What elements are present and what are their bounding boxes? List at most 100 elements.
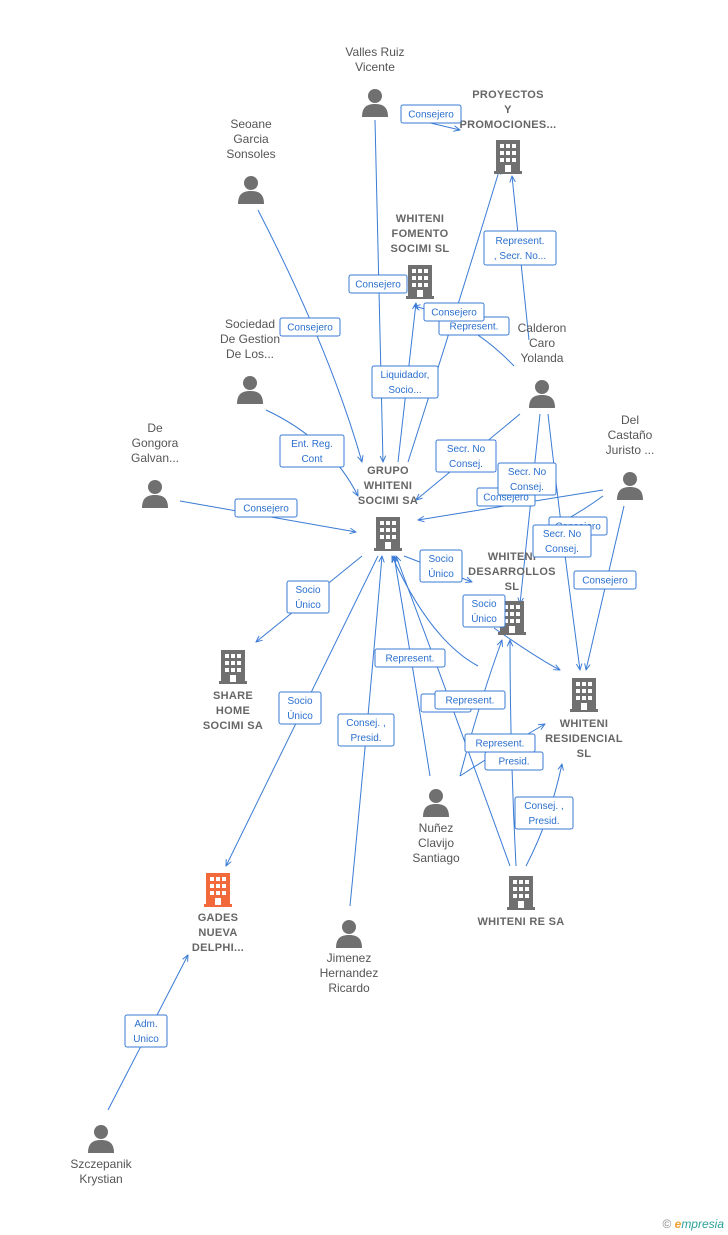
relation-label[interactable]: Represent.	[374, 648, 446, 668]
node-label: Krystian	[79, 1172, 122, 1186]
node-label: PROMOCIONES...	[459, 119, 556, 131]
relation-label[interactable]: Consejero	[279, 317, 341, 337]
node-label: HOME	[216, 705, 250, 717]
nodes-layer: Valles RuizVicenteSeoaneGarciaSonsolesSo…	[70, 45, 654, 1186]
company-node-sharehome[interactable]: SHARE HOME SOCIMI SA	[203, 650, 263, 732]
node-label: Nuñez	[419, 821, 454, 835]
relation-label-text: Secr. No	[543, 529, 582, 540]
node-label: SL	[505, 581, 520, 593]
relation-label[interactable]: Consejero	[573, 570, 637, 590]
relation-label-text: Consejero	[355, 280, 401, 291]
relation-label-text: Consejero	[431, 308, 477, 319]
relation-label[interactable]: Secr. No Consej.	[532, 524, 592, 558]
relation-label[interactable]: Consejero	[400, 104, 462, 124]
person-icon	[362, 89, 388, 117]
person-node-degongora[interactable]: DeGongoraGalvan...	[131, 421, 179, 508]
relation-label-box	[337, 713, 395, 747]
company-node-whitenire[interactable]: WHITENI RE SA	[477, 876, 564, 928]
node-label: Jimenez	[327, 951, 372, 965]
relation-label[interactable]: Represent. , Secr. No...	[483, 230, 557, 266]
building-icon	[219, 650, 247, 684]
person-icon	[336, 920, 362, 948]
node-label: Castaño	[608, 428, 653, 442]
relation-label-text: Consej. ,	[346, 718, 385, 729]
relation-label[interactable]: Consej. ,Presid.	[514, 796, 574, 830]
relation-label-box	[279, 434, 345, 468]
relation-label-text: Cont	[301, 454, 322, 465]
relation-label[interactable]: Represent.	[464, 733, 536, 753]
relation-label-box	[483, 230, 557, 266]
node-label: Sonsoles	[226, 147, 275, 161]
relation-label-text: Presid.	[498, 757, 529, 768]
relation-label-box	[371, 365, 439, 399]
relation-label-text: Secr. No	[508, 467, 547, 478]
relation-label-text: Represent.	[496, 236, 545, 247]
building-icon	[374, 517, 402, 551]
node-label: Vicente	[355, 60, 395, 74]
footer-brand[interactable]: © empresia	[662, 1217, 724, 1231]
node-label: WHITENI	[396, 213, 445, 225]
relation-label-text: , Secr. No...	[494, 251, 546, 262]
node-label: SL	[577, 748, 592, 760]
node-label: DELPHI...	[192, 942, 244, 954]
node-label: SOCIMI SA	[203, 720, 263, 732]
relation-label[interactable]: Ent. Reg. Cont	[279, 434, 345, 468]
node-label: SHARE	[213, 690, 253, 702]
node-label: Sociedad	[225, 317, 275, 331]
relation-label-text: Consejero	[483, 493, 529, 504]
relation-label-text: Consejero	[408, 110, 454, 121]
node-label: WHITENI	[488, 551, 537, 563]
node-label: Del	[621, 413, 639, 427]
relation-label-text: Ent. Reg.	[291, 439, 333, 450]
person-icon	[423, 789, 449, 817]
relation-label-box	[514, 796, 574, 830]
relation-label-box	[419, 549, 463, 583]
node-label: Clavijo	[418, 836, 454, 850]
relation-label-box	[462, 594, 506, 628]
relation-label-text: Consejero	[243, 504, 289, 515]
empresia-logo: empresia	[674, 1217, 724, 1231]
node-label: Calderon	[518, 321, 567, 335]
relation-label-text: Consejero	[582, 576, 628, 587]
relation-label[interactable]: Consejero	[423, 302, 485, 322]
relation-label-box	[286, 580, 330, 614]
relation-label[interactable]: Consejero	[348, 274, 408, 294]
person-node-delcastano[interactable]: DelCastañoJuristo ...	[606, 413, 655, 500]
company-node-proyectos[interactable]: PROYECTOSYPROMOCIONES...	[459, 89, 556, 174]
relation-label-text: Socio	[428, 554, 453, 565]
relation-label-text: Consej.	[545, 544, 579, 555]
relation-label[interactable]: Adm.Unico	[124, 1014, 168, 1048]
relation-label[interactable]: Liquidador,Socio...	[371, 365, 439, 399]
relation-label-text: Represent.	[386, 654, 435, 665]
relation-label-box	[278, 691, 322, 725]
node-label: Gongora	[132, 436, 179, 450]
node-label: RESIDENCIAL	[545, 733, 623, 745]
relation-label[interactable]: Consejero	[234, 498, 298, 518]
node-label: Caro	[529, 336, 555, 350]
building-icon	[570, 678, 598, 712]
relation-label[interactable]: Presid.	[484, 751, 544, 771]
relation-label[interactable]: Consej. , Presid.	[337, 713, 395, 747]
relation-label-text: Presid.	[350, 733, 381, 744]
company-node-gades[interactable]: GADESNUEVADELPHI...	[192, 873, 244, 954]
relation-label[interactable]: Represent.	[434, 690, 506, 710]
